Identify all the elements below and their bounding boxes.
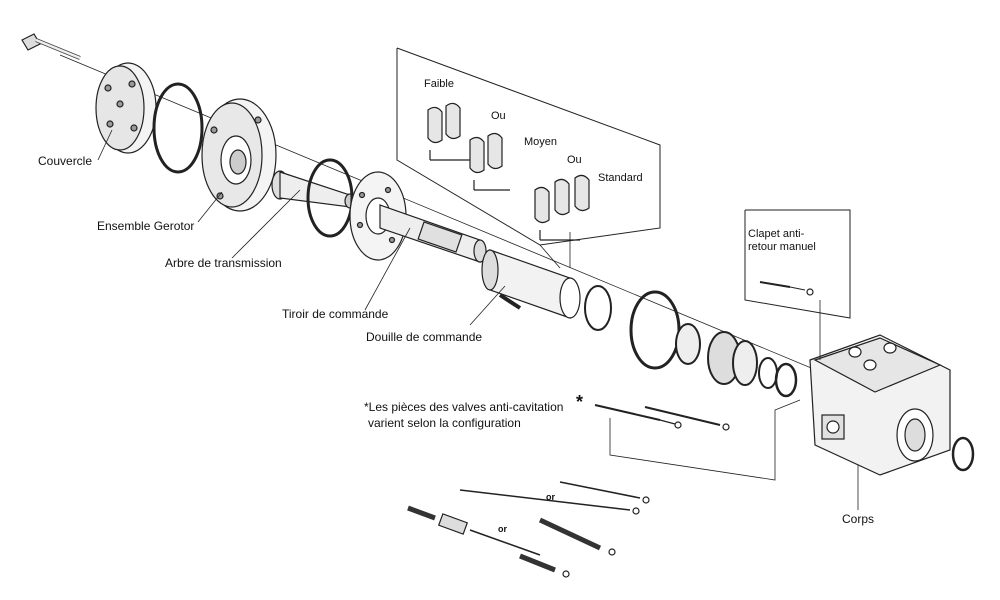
label-tiroir-commande: Tiroir de commande bbox=[282, 307, 389, 321]
label-corps: Corps bbox=[842, 512, 875, 526]
label-clapet: Clapet anti-retour manuel bbox=[748, 228, 816, 253]
ring-1 bbox=[584, 285, 612, 331]
washer-2 bbox=[732, 340, 758, 386]
note-anti-cavitation: *Les pièces des valves anti-cavitation v… bbox=[364, 400, 594, 431]
check-valve-frame bbox=[744, 209, 851, 319]
note-line-2: varient selon la configuration bbox=[368, 415, 521, 430]
body-end-ring bbox=[951, 436, 975, 472]
drive-shaft-part bbox=[271, 170, 356, 209]
label-moyen: Moyen bbox=[524, 136, 558, 148]
bolt bbox=[21, 33, 81, 60]
leader-couvercle bbox=[97, 129, 113, 161]
leader-gerotor bbox=[197, 191, 223, 223]
spool-option-moyen bbox=[469, 132, 510, 191]
spool-inset-frame bbox=[396, 47, 661, 246]
leader-arbre bbox=[231, 189, 301, 259]
valve-option-set bbox=[407, 481, 650, 578]
label-couvercle: Couvercle bbox=[38, 154, 93, 168]
label-or-1: or bbox=[546, 492, 555, 502]
o-ring-1 bbox=[152, 82, 204, 174]
control-spool-part bbox=[379, 204, 487, 263]
o-ring-4 bbox=[758, 357, 778, 389]
spool-option-faible bbox=[427, 102, 470, 161]
body-part bbox=[809, 334, 951, 476]
label-ou-2: Ou bbox=[567, 154, 582, 166]
asterisk-marker: * bbox=[576, 392, 584, 412]
leader-tiroir bbox=[364, 227, 411, 311]
label-faible: Faible bbox=[424, 78, 454, 90]
label-ou-1: Ou bbox=[491, 110, 506, 122]
control-sleeve-part bbox=[481, 249, 581, 319]
leader-douille bbox=[469, 285, 506, 326]
label-douille-commande: Douille de commande bbox=[366, 330, 483, 344]
plate-part bbox=[349, 171, 407, 261]
ring-2 bbox=[774, 362, 798, 398]
gerotor-part bbox=[201, 98, 277, 212]
washer-1 bbox=[675, 323, 701, 365]
note-line-1: *Les pièces des valves anti-cavitation bbox=[364, 400, 564, 414]
label-standard: Standard bbox=[598, 172, 643, 184]
label-arbre-transmission: Arbre de transmission bbox=[165, 256, 282, 270]
cover-part bbox=[95, 62, 157, 154]
anti-cavitation-parts bbox=[594, 399, 801, 481]
assembly-axis bbox=[59, 54, 841, 381]
label-or-2: or bbox=[498, 524, 507, 534]
spool-option-standard bbox=[534, 174, 590, 241]
label-ensemble-gerotor: Ensemble Gerotor bbox=[97, 219, 195, 233]
o-ring-3 bbox=[629, 290, 681, 370]
